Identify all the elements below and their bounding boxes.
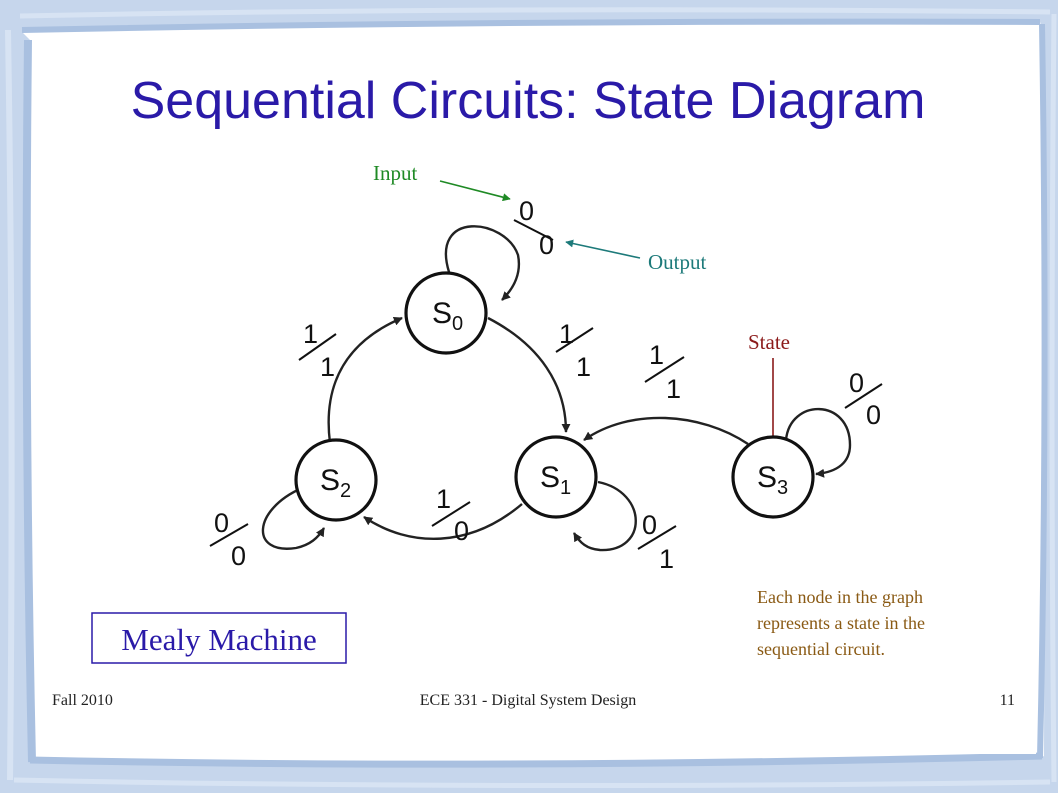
label-s2-self-output: 0 (231, 541, 246, 571)
state-annotation: State (748, 330, 790, 354)
label-s1-self: 0 1 (637, 510, 677, 574)
state-note: Each node in the graph represents a stat… (757, 587, 925, 659)
edge-s3-self (784, 407, 852, 478)
state-note-line3: sequential circuit. (757, 639, 885, 659)
state-s0-subscript: 0 (452, 313, 463, 335)
label-s3-self: 0 0 (844, 368, 883, 430)
label-s2-self-input: 0 (214, 508, 229, 538)
label-s1-self-input: 0 (642, 510, 657, 540)
state-s1-subscript: 1 (560, 477, 571, 499)
edge-s1-self (572, 480, 637, 552)
state-s3-subscript: 3 (777, 477, 788, 499)
label-s0-s1-output: 1 (576, 352, 591, 382)
edge-s0-self (444, 225, 521, 301)
input-pointer-arrow (439, 180, 511, 202)
label-s0-s1-input: 1 (559, 319, 574, 349)
output-annotation: Output (648, 250, 707, 274)
state-s0-letter: S (432, 297, 452, 330)
footer-date: Fall 2010 (52, 692, 113, 709)
state-note-line1: Each node in the graph (757, 587, 923, 607)
state-s2-subscript: 2 (340, 480, 351, 502)
state-node-s0: S 0 (404, 271, 488, 355)
label-s3-self-input: 0 (849, 368, 864, 398)
label-s2-s0-input: 1 (303, 319, 318, 349)
label-s3-s1: 1 1 (644, 340, 685, 404)
mealy-machine-box: Mealy Machine (91, 612, 347, 664)
footer-page-number: 11 (1000, 692, 1015, 709)
label-s0-self-output: 0 (539, 230, 554, 260)
mealy-machine-label: Mealy Machine (121, 622, 316, 657)
edge-s1-s2 (363, 503, 523, 540)
edge-s3-s1 (583, 416, 749, 445)
state-node-s1: S 1 (514, 435, 598, 519)
state-node-s2: S 2 (294, 438, 378, 522)
input-annotation: Input (373, 161, 417, 185)
label-s0-self: 0 0 (513, 196, 554, 260)
state-s3-letter: S (757, 461, 777, 494)
label-s3-s1-output: 1 (666, 374, 681, 404)
slide-title: Sequential Circuits: State Diagram (131, 72, 926, 130)
state-note-line2: represents a state in the (757, 613, 925, 633)
state-node-s3: S 3 (731, 435, 815, 519)
label-s1-self-output: 1 (659, 544, 674, 574)
label-s0-s1: 1 1 (555, 319, 594, 382)
edge-s0-s1 (487, 316, 571, 433)
footer-course: ECE 331 - Digital System Design (420, 692, 636, 709)
state-s1-letter: S (540, 461, 560, 494)
label-s2-s0-output: 1 (320, 352, 335, 382)
label-s3-s1-input: 1 (649, 340, 664, 370)
label-s2-s0: 1 1 (298, 319, 337, 382)
label-s1-s2-input: 1 (436, 484, 451, 514)
label-s0-self-input: 0 (519, 196, 534, 226)
edge-s2-self (261, 486, 326, 550)
state-s2-letter: S (320, 464, 340, 497)
output-pointer-arrow (565, 239, 641, 259)
label-s3-self-output: 0 (866, 400, 881, 430)
label-s1-s2-output: 0 (454, 516, 469, 546)
edge-s2-s0 (327, 316, 403, 444)
label-s2-self: 0 0 (209, 508, 249, 571)
label-s1-s2: 1 0 (431, 484, 471, 546)
